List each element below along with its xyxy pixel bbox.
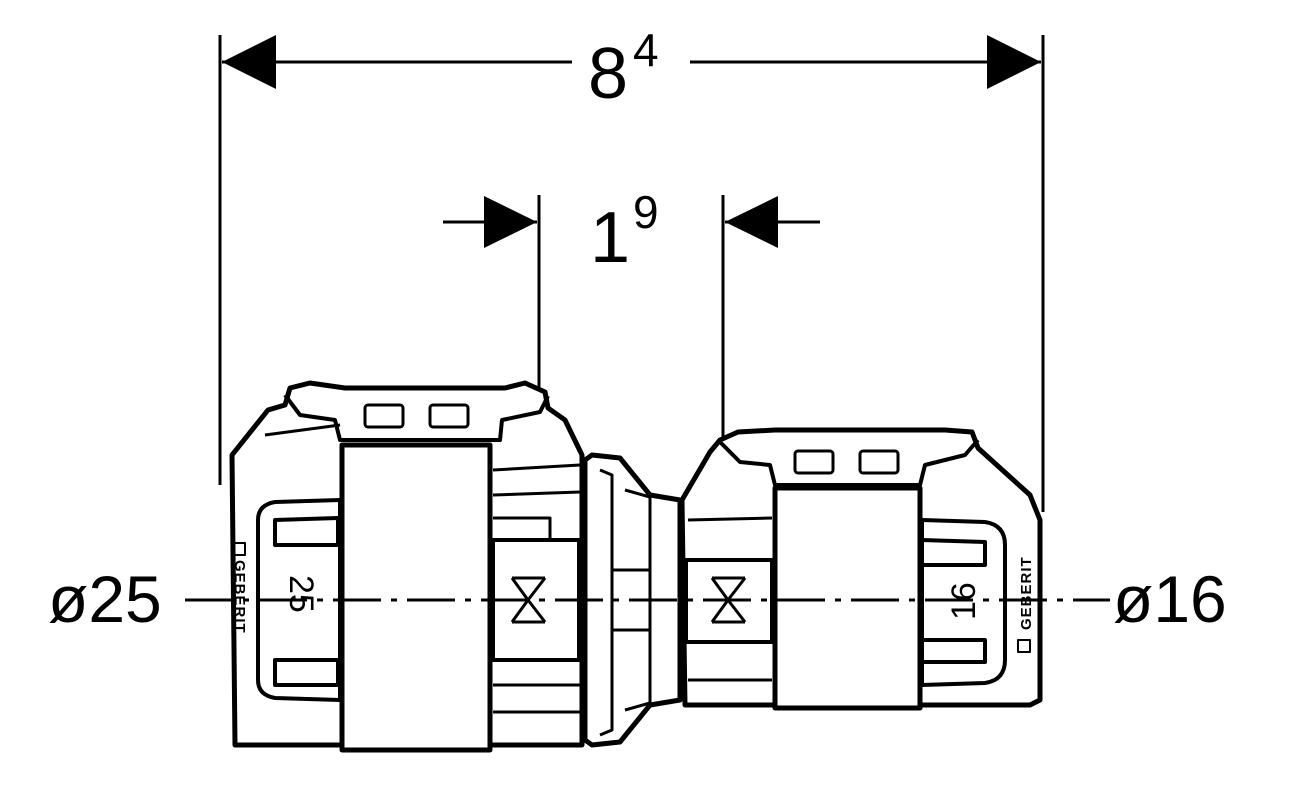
overall-length-value: 8: [588, 34, 628, 114]
insertion-depth-value: 1: [590, 198, 630, 278]
right-inner-port: [684, 558, 774, 644]
depth-markers: [510, 576, 747, 624]
right-brand-label: GEBERIT: [1018, 556, 1035, 630]
diameter-left-label: ø25: [48, 562, 162, 636]
right-rib-1: [687, 516, 773, 522]
right-window-slot-top: [920, 538, 987, 567]
left-size-mark: 25: [282, 575, 320, 613]
right-window-frame: [920, 518, 1007, 687]
diameter-right-label: ø16: [1113, 562, 1227, 636]
right-brand-square: [1017, 639, 1031, 653]
left-top-rim: [283, 393, 550, 442]
arrowhead-right: [987, 35, 1041, 89]
left-coupling: [229, 380, 585, 753]
left-rib-1: [492, 463, 581, 472]
left-rib-2: [492, 490, 581, 497]
insert-arrowhead-right: [725, 196, 778, 248]
left-clip-window-2: [428, 403, 470, 429]
left-brand-label: GEBERIT: [231, 560, 248, 634]
right-coupling: [679, 427, 1043, 711]
arrowhead-left: [222, 35, 276, 89]
right-depth-marker: [710, 576, 747, 624]
insertion-depth-exponent: 9: [633, 186, 659, 238]
left-window-frame: [256, 498, 342, 702]
right-clip-window-1: [793, 449, 835, 475]
left-depth-marker: [510, 576, 547, 624]
right-window-slot-bottom: [920, 638, 987, 664]
left-window-slot-bottom: [273, 658, 340, 687]
right-top-rim: [716, 438, 980, 487]
overall-dimension: 8 4: [218, 24, 1045, 512]
insert-arrowhead-left: [484, 196, 537, 248]
overall-length-exponent: 4: [633, 24, 659, 76]
left-clip-window-1: [363, 403, 405, 429]
left-brand-square: [232, 542, 246, 556]
right-sleeve: [772, 485, 923, 711]
right-clip-window-2: [858, 449, 900, 475]
left-top-band-line: [264, 423, 341, 437]
left-sleeve: [339, 442, 493, 753]
left-window-slot-top: [273, 516, 340, 547]
